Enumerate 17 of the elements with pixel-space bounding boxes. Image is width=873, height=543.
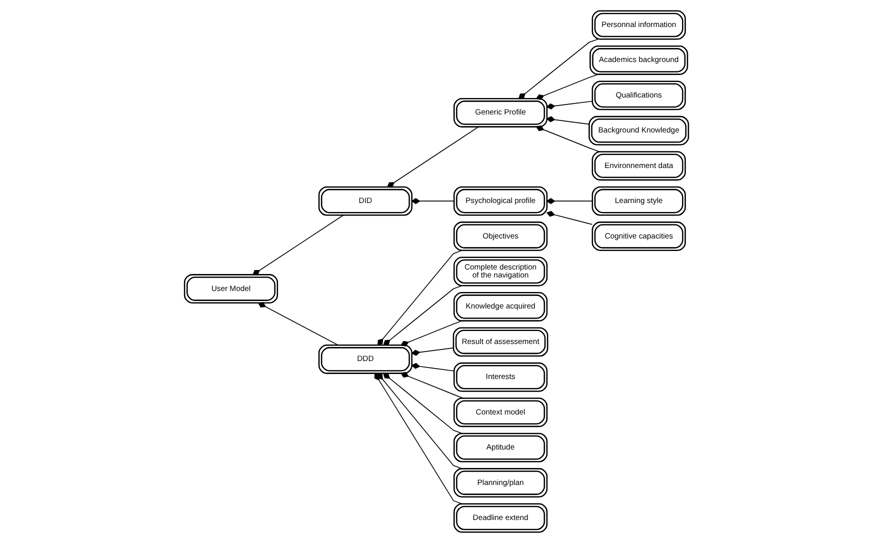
connector <box>258 302 339 346</box>
connector <box>546 100 593 110</box>
connector <box>411 198 454 204</box>
connector <box>383 285 462 346</box>
connector <box>411 348 454 356</box>
connector <box>386 126 479 188</box>
connector <box>411 362 454 372</box>
connector <box>518 38 599 99</box>
connector <box>400 320 462 346</box>
connector <box>546 210 593 225</box>
connector <box>252 214 344 276</box>
connector <box>546 198 593 204</box>
connector <box>546 116 590 125</box>
connector <box>377 250 462 346</box>
connector <box>536 125 600 152</box>
connector <box>382 372 462 434</box>
connector <box>536 74 599 100</box>
